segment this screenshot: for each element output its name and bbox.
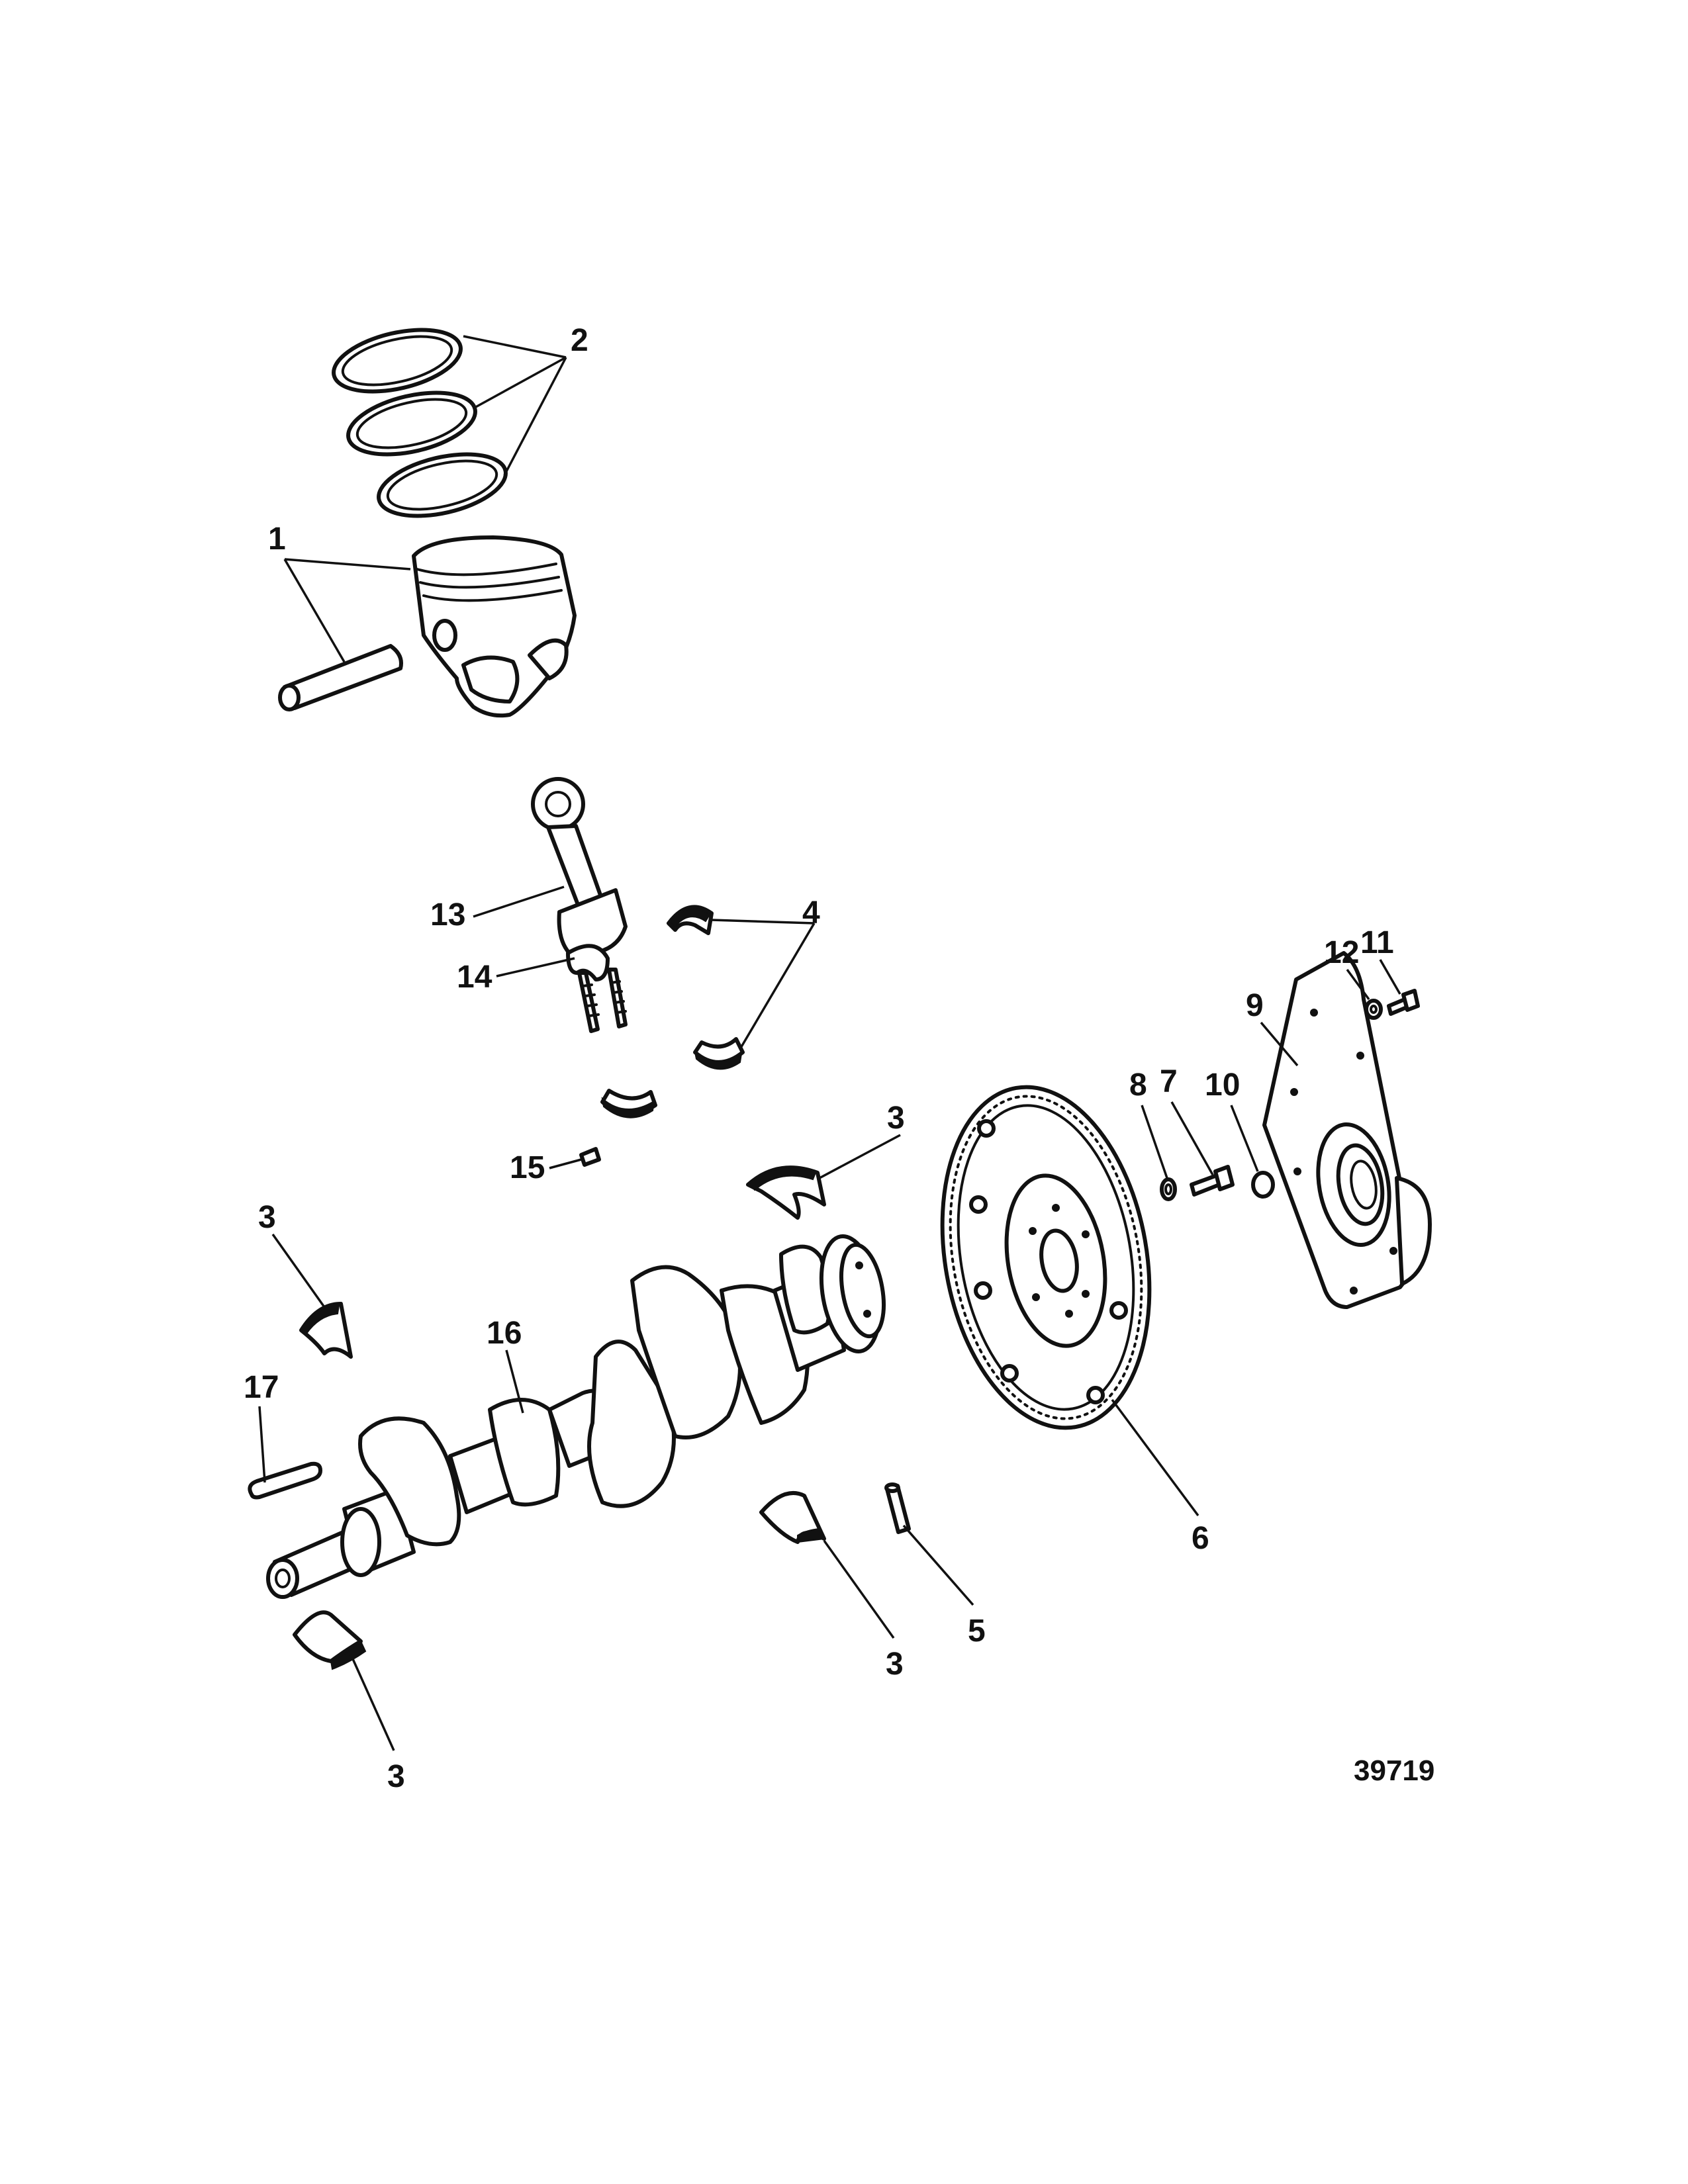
callout-11: 11 (1360, 925, 1394, 960)
callout-7: 7 (1160, 1064, 1178, 1099)
piston (412, 535, 577, 718)
rod-bearing-upper (667, 905, 714, 935)
callout-labels: 1 2 3 3 3 3 4 5 6 7 8 9 10 11 12 13 14 1… (244, 323, 1434, 1794)
callout-2: 2 (571, 323, 588, 358)
main-bearing-left (299, 1302, 353, 1359)
crankshaft (266, 1234, 886, 1599)
callout-8: 8 (1129, 1068, 1147, 1103)
piston-pin (278, 644, 403, 711)
callout-14: 14 (457, 960, 492, 995)
woodruff-key (248, 1461, 322, 1500)
callout-10: 10 (1205, 1068, 1240, 1103)
callout-4: 4 (802, 895, 820, 931)
figure-number: 39719 (1354, 1754, 1434, 1787)
washer (1160, 1177, 1177, 1201)
rod-bearing-lower-left (600, 1089, 657, 1118)
callout-9: 9 (1246, 988, 1264, 1023)
callout-3-lower-left: 3 (387, 1759, 405, 1794)
rod-bolts (577, 968, 628, 1033)
callout-17: 17 (244, 1370, 279, 1405)
callout-3-left: 3 (258, 1200, 276, 1235)
small-insert (579, 1147, 601, 1167)
piston-rings (332, 328, 508, 518)
plug (1251, 1171, 1275, 1199)
callout-5: 5 (968, 1614, 986, 1649)
callout-3-lower-center: 3 (886, 1647, 904, 1682)
flywheel (940, 1085, 1152, 1430)
small-washer (1364, 999, 1383, 1020)
rod-bearing-lower-right (693, 1037, 745, 1070)
callout-13: 13 (430, 897, 465, 933)
callout-12: 12 (1324, 935, 1359, 970)
leader-lines (258, 335, 1401, 1751)
callout-15: 15 (510, 1150, 545, 1185)
callout-6: 6 (1192, 1521, 1209, 1556)
drive-plate (1262, 951, 1432, 1309)
main-bearing-lower-center (759, 1490, 826, 1544)
callout-3-upper: 3 (887, 1101, 905, 1136)
main-bearing-lower-left (293, 1610, 367, 1670)
connecting-rod (531, 777, 628, 981)
dowel-pin (884, 1482, 911, 1534)
callout-1: 1 (268, 522, 286, 557)
plate-bolt (1387, 989, 1420, 1016)
callout-16: 16 (487, 1316, 522, 1351)
flywheel-bolt (1190, 1165, 1235, 1197)
main-bearing-upper (746, 1165, 826, 1220)
